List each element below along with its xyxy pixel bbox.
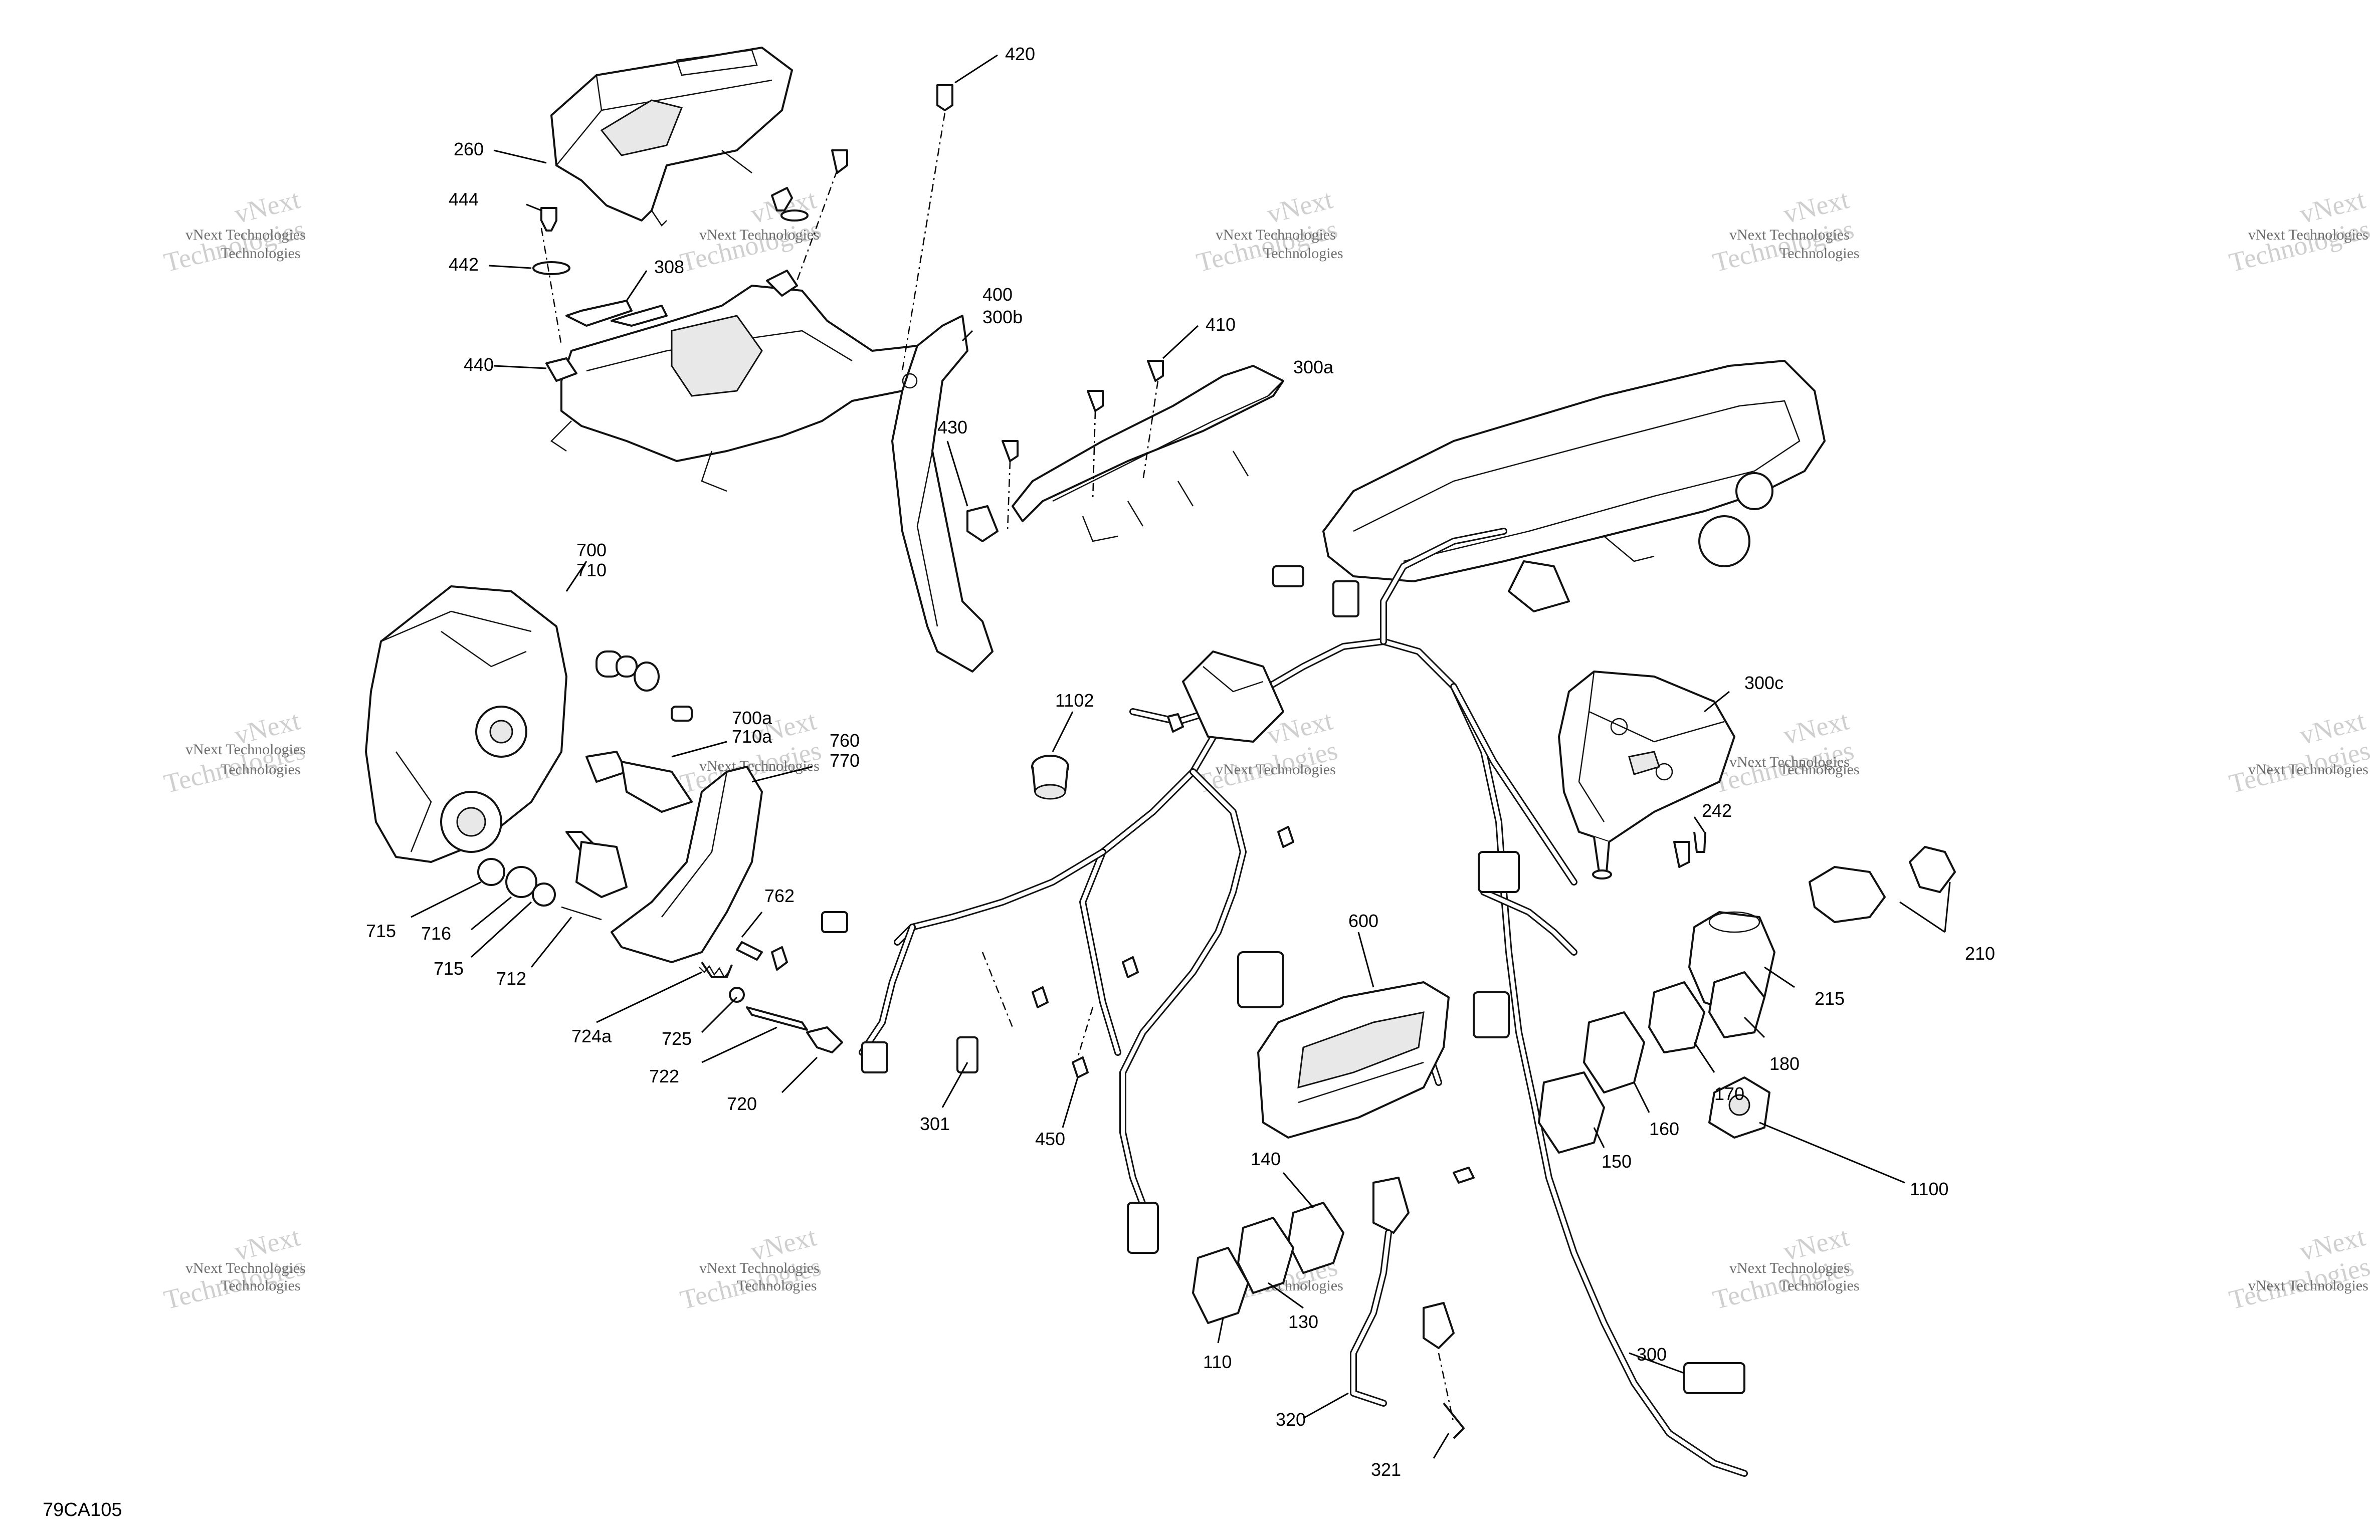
callout-301: 301 [920,1114,950,1134]
callout-410: 410 [1206,314,1236,335]
watermark-text: vNext Technologies [1729,227,1850,243]
callout-300: 300 [1637,1344,1667,1365]
callout-308: 308 [654,257,684,277]
watermark-text: vNext Technologies [1729,1260,1850,1276]
watermark-text: vNext Technologies [185,1260,306,1276]
callout-300b: 300b [982,307,1023,327]
callout-1100: 1100 [1910,1179,1948,1199]
drawing-ref-code: 79CA105 [43,1499,122,1520]
watermark-text: vNext Technologies [699,1260,820,1276]
display-600-drawing [1257,981,1450,1139]
headlight-700-drawing [365,585,567,863]
callout-762: 762 [764,886,795,906]
callout-320: 320 [1276,1409,1306,1430]
callout-321: 321 [1371,1459,1401,1480]
watermark-text: vNext Technologies [699,758,820,774]
switches-drawing [1538,846,1956,1154]
alignment-lines [540,112,1455,1424]
watermark: Technologies vNext [2226,1221,2373,1315]
callout-150: 150 [1602,1151,1632,1172]
callout-420: 420 [1005,44,1035,64]
watermark-text: vNext Technologies [699,227,820,243]
fusebox-300c-drawing [1558,671,1735,879]
bulb-socket-drawing [477,650,693,921]
carrier-300a-drawing [1012,365,1284,542]
callout-720: 720 [727,1093,757,1114]
watermark-text: vNext Technologies [1729,754,1850,770]
callout-160: 160 [1649,1119,1679,1139]
lower-switches-drawing [1192,1177,1465,1439]
cover-260-drawing [550,47,793,227]
watermark-text: vNext Technologies [2248,761,2368,778]
callout-140: 140 [1251,1149,1281,1169]
callout-722: 722 [649,1066,679,1086]
bracket-760-drawing [611,766,843,1053]
bracket-400-drawing [550,285,994,673]
watermark: Technologies vNext [2226,705,2373,799]
watermark-text: Technologies [221,1277,301,1294]
watermark-text: Technologies [1779,245,1860,262]
callout-600: 600 [1348,911,1378,931]
watermark-text: vNext Technologies [1216,761,1336,778]
callout-724a: 724a [571,1026,612,1046]
watermark-text: vNext Technologies [185,741,306,758]
callout-442: 442 [449,254,479,275]
callout-760: 760 [830,730,860,751]
watermark-text: Technologies [221,761,301,778]
callout-180: 180 [1769,1053,1800,1074]
watermark-text: vNext Technologies [1216,227,1336,243]
watermark-text: vNext Technologies [185,227,306,243]
callout-700: 700 [576,540,607,560]
leader-lines [411,54,1951,1459]
socket-1102-drawing [1031,755,1069,800]
callout-450: 450 [1035,1129,1065,1149]
watermark-text: Technologies [1779,1277,1860,1294]
callout-110: 110 [1203,1352,1232,1372]
callout-700a: 700a [732,708,772,728]
callout-260: 260 [454,139,484,159]
watermark-text: Technologies [1263,245,1343,262]
svg-text:Technologies: Technologies [2226,214,2373,278]
callout-labels: 420 260 444 442 308 440 400 300b 410 300… [366,44,1995,1480]
watermark-text: vNext Technologies [2248,1277,2368,1294]
callout-440: 440 [464,354,494,375]
callout-716: 716 [421,923,451,944]
callout-710: 710 [576,560,607,580]
callout-130: 130 [1288,1311,1318,1332]
callout-1102: 1102 [1055,690,1094,711]
callout-215: 215 [1815,988,1845,1009]
callout-300c: 300c [1744,673,1783,693]
callout-770: 770 [830,750,860,771]
callout-444: 444 [449,189,479,209]
callout-300a: 300a [1293,357,1334,377]
callout-242: 242 [1702,800,1732,821]
callout-715-b: 715 [434,958,464,979]
fasteners-drawing [532,84,1690,1184]
callout-170: 170 [1714,1083,1744,1104]
watermark-text: Technologies [737,1277,817,1294]
callout-725: 725 [662,1028,692,1049]
harness-connectors-drawing [821,565,1745,1394]
watermark-text: Technologies [1779,761,1860,778]
callout-712: 712 [496,968,526,989]
watermark-text: vNext Technologies [2248,227,2368,243]
callout-430: 430 [937,417,967,437]
watermark-text: Technologies [221,245,301,262]
callout-710a: 710a [732,726,772,747]
callout-715-a: 715 [366,921,396,941]
callout-400: 400 [982,284,1013,305]
callout-210: 210 [1965,943,1995,964]
